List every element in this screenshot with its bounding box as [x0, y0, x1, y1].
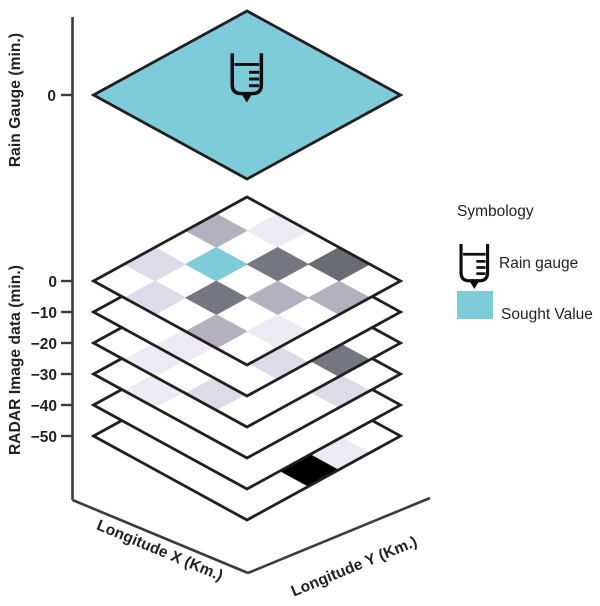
- plane-outline: [90, 195, 404, 367]
- sought-value-swatch: [457, 291, 493, 319]
- radar-plane-0: [90, 195, 404, 367]
- radar-tick-label-minus-10: −10: [31, 305, 57, 322]
- rain-gauge-plane: [90, 9, 404, 181]
- radar-axis-title: RADAR Image data (min.): [7, 265, 24, 455]
- plane-outline: [90, 9, 404, 181]
- legend: Symbology Rain gauge Sought Value: [457, 203, 593, 323]
- radar-tick-label-0: 0: [48, 274, 57, 291]
- plane-cells: [123, 213, 371, 349]
- radar-axis: 0 −10 −20 −30 −40 −50 RADAR Image data (…: [7, 190, 74, 500]
- legend-label-sought-value: Sought Value: [501, 306, 593, 323]
- legend-entry-sought-value: Sought Value: [457, 291, 593, 323]
- legend-label-rain-gauge: Rain gauge: [499, 255, 578, 272]
- radar-tick-label-minus-50: −50: [31, 429, 57, 446]
- rain-gauge-axis: 0 Rain Gauge (min.): [7, 17, 74, 190]
- rain-gauge-axis-title: Rain Gauge (min.): [7, 33, 24, 167]
- radar-tick-label-minus-20: −20: [31, 336, 57, 353]
- legend-entry-rain-gauge: Rain gauge: [459, 244, 578, 289]
- longitude-x-axis-title: Longitude X (Km.): [94, 517, 225, 585]
- longitude-y-axis-line: [247, 496, 431, 575]
- rain-gauge-icon: [230, 53, 264, 103]
- radar-tick-label-minus-40: −40: [31, 398, 57, 415]
- rain-gauge-tick-label-0: 0: [47, 88, 56, 105]
- radar-tick-label-minus-30: −30: [31, 367, 57, 384]
- legend-title: Symbology: [457, 203, 534, 220]
- rain-gauge-icon: [459, 244, 490, 289]
- longitude-x-axis-line: [72, 498, 249, 575]
- plane-stack: [90, 9, 404, 522]
- longitude-y-axis-title: Longitude Y (Km.): [289, 533, 420, 600]
